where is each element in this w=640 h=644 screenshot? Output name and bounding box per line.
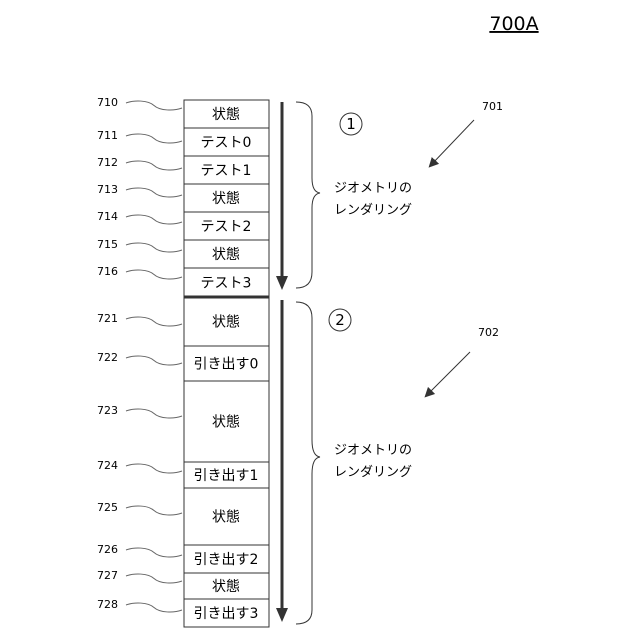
flow-arrowhead-block1	[276, 276, 288, 290]
cell-713: 状態	[212, 191, 240, 207]
flow-arrowhead-block2	[276, 608, 288, 622]
brace-block1	[296, 102, 320, 288]
leader-line-725	[126, 506, 182, 515]
block1-pointer	[432, 120, 474, 164]
ref-label-716: 716	[97, 265, 118, 278]
leader-line-728	[126, 603, 182, 612]
cell-728: 引き出す3	[194, 606, 259, 622]
cell-723: 状態	[212, 415, 240, 431]
ref-label-715: 715	[97, 238, 118, 251]
cell-721: 状態	[212, 315, 240, 331]
block2-ref: 702	[478, 326, 499, 339]
cell-726: 引き出す2	[194, 552, 259, 568]
ref-label-723: 723	[97, 404, 118, 417]
ref-label-727: 727	[97, 569, 118, 582]
ref-label-724: 724	[97, 459, 118, 472]
brace-block2	[296, 302, 320, 624]
ref-label-726: 726	[97, 543, 118, 556]
leader-line-711	[126, 134, 182, 143]
leader-line-710	[126, 101, 182, 110]
ref-label-710: 710	[97, 96, 118, 109]
circle-number-2: 2	[335, 311, 345, 329]
leader-line-722	[126, 356, 182, 365]
ref-label-711: 711	[97, 129, 118, 142]
circle-number-1: 1	[346, 115, 356, 133]
block2-rows: 状態 721 引き出す0 722 状態 723 引き出す1 724 状態 725 引き出す2 726 状…	[97, 312, 269, 622]
leader-line-714	[126, 215, 182, 224]
block2-pointer	[428, 352, 470, 394]
ref-label-725: 725	[97, 501, 118, 514]
leader-line-712	[126, 161, 182, 170]
cell-714: テスト2	[201, 219, 252, 235]
cell-715: 状態	[212, 247, 240, 263]
cell-710: 状態	[212, 107, 240, 123]
ref-label-722: 722	[97, 351, 118, 364]
leader-line-726	[126, 548, 182, 557]
cell-712: テスト1	[201, 163, 252, 179]
leader-line-721	[126, 317, 182, 326]
block2-caption-line2: レンダリング	[334, 465, 412, 480]
cell-725: 状態	[212, 510, 240, 526]
block2-caption-line1: ジオメトリの	[334, 443, 412, 458]
leader-line-724	[126, 464, 182, 473]
block1-caption-line2: レンダリング	[334, 203, 412, 218]
block1-caption-line1: ジオメトリの	[334, 181, 412, 196]
ref-label-712: 712	[97, 156, 118, 169]
ref-label-728: 728	[97, 598, 118, 611]
leader-line-713	[126, 188, 182, 197]
leader-line-727	[126, 574, 182, 583]
cell-716: テスト3	[201, 276, 252, 292]
block1-rows: 状態 710 テスト0 711 テスト1 712 状態 713 テスト2 714 状態 715 テスト3…	[97, 96, 269, 292]
ref-label-713: 713	[97, 183, 118, 196]
cell-724: 引き出す1	[194, 468, 259, 484]
leader-line-723	[126, 409, 182, 418]
cell-722: 引き出す0	[194, 357, 259, 373]
block1-ref: 701	[482, 100, 503, 113]
ref-label-721: 721	[97, 312, 118, 325]
cell-727: 状態	[212, 579, 240, 595]
cell-711: テスト0	[201, 135, 252, 151]
figure-label: 700A	[489, 13, 538, 35]
leader-line-716	[126, 270, 182, 279]
leader-line-715	[126, 243, 182, 252]
ref-label-714: 714	[97, 210, 118, 223]
